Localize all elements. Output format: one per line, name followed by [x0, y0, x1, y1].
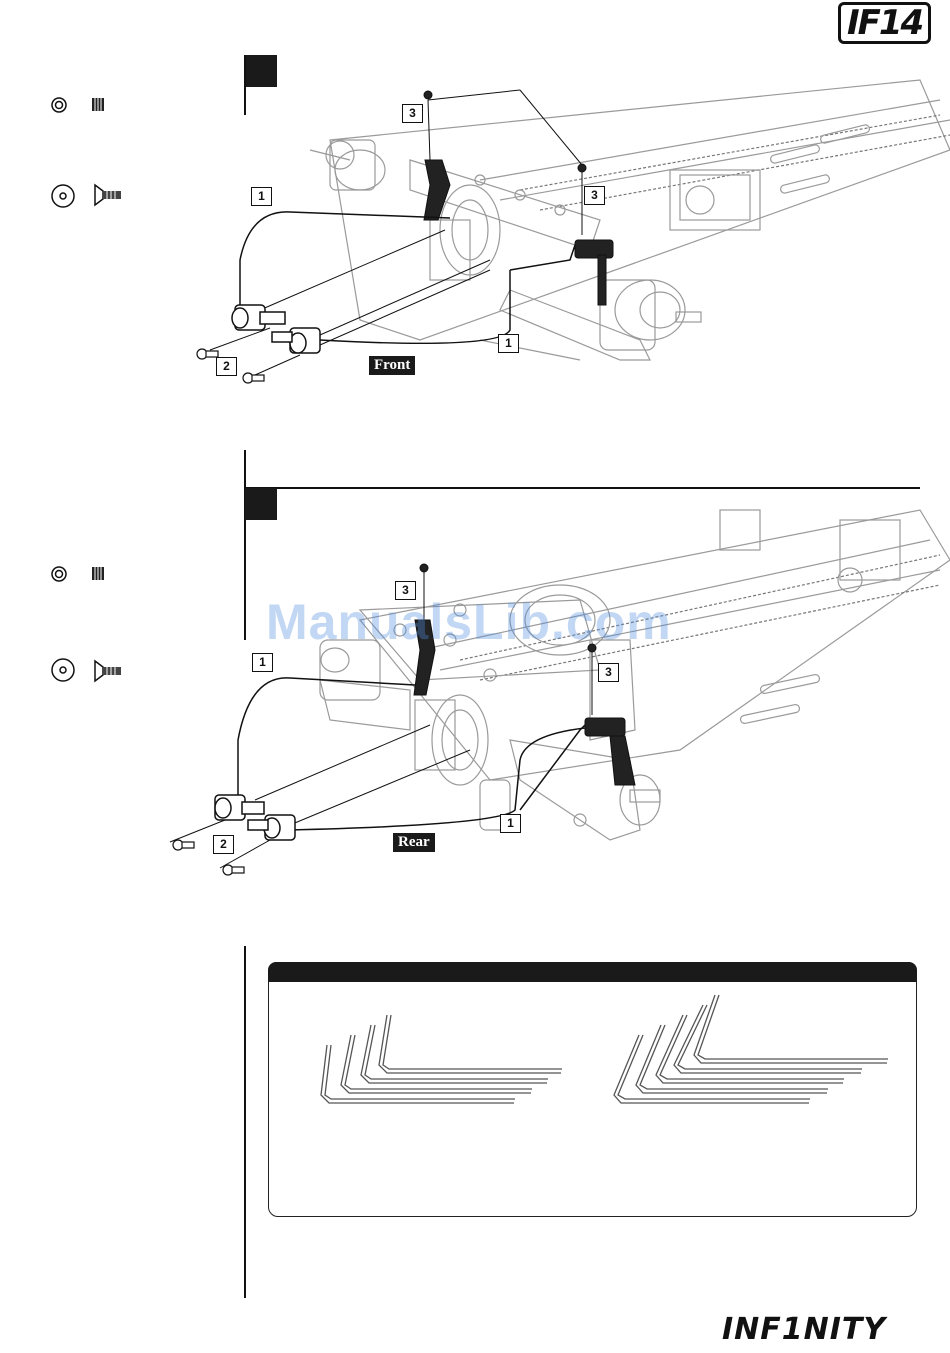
anti-roll-bar-options-panel: [268, 962, 917, 1217]
washer-icon: [50, 183, 76, 209]
flat-head-screw-icon: [93, 183, 125, 207]
lock-nut-icon: [50, 565, 68, 583]
set-screw-icon: [90, 565, 106, 583]
callout-rear-2: 2: [213, 835, 234, 854]
rear-assembly-diagram: [160, 500, 950, 890]
anti-roll-bars-drawing: [269, 963, 916, 1216]
callout-front-3-left: 3: [402, 104, 423, 123]
bottom-left-divider: [244, 946, 246, 1298]
callout-rear-1-bottom: 1: [500, 814, 521, 833]
set-screw-icon: [90, 96, 106, 114]
front-assembly-diagram: [180, 60, 950, 400]
callout-front-1-top: 1: [251, 187, 272, 206]
front-direction-tag: Front: [369, 356, 415, 375]
flat-head-screw-icon: [93, 659, 125, 683]
model-logo: IF14: [838, 2, 931, 44]
rear-top-rule: [244, 487, 920, 489]
callout-rear-3-right: 3: [598, 663, 619, 682]
callout-front-1-bottom: 1: [498, 334, 519, 353]
brand-logo: INF1NITY: [722, 1312, 886, 1347]
washer-icon: [50, 657, 76, 683]
rear-direction-tag: Rear: [393, 833, 435, 852]
lock-nut-icon: [50, 96, 68, 114]
callout-rear-1-top: 1: [252, 653, 273, 672]
callout-front-2: 2: [216, 357, 237, 376]
watermark-text: ManualsLib.com: [266, 593, 672, 651]
callout-rear-3-left: 3: [395, 581, 416, 600]
callout-front-3-right: 3: [584, 186, 605, 205]
